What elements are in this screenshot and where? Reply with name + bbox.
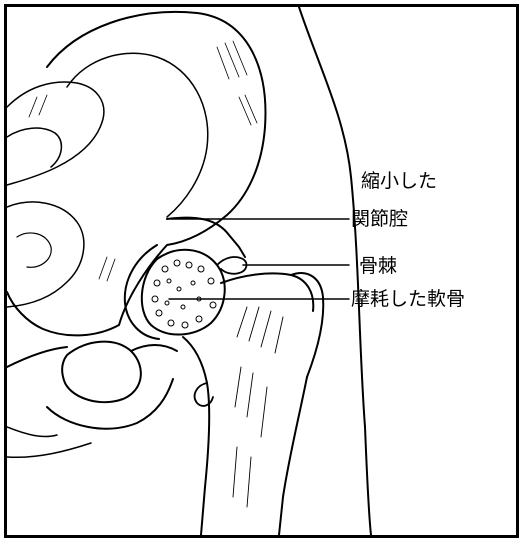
sacral-curve <box>7 202 84 307</box>
femur-neck-top <box>221 273 313 311</box>
label-worn-cartilage: 摩耗した軟骨 <box>351 290 465 309</box>
pelvis-hatching <box>29 41 257 281</box>
label-bone-spur: 骨棘 <box>359 257 397 276</box>
ilium-inner-contour <box>67 53 208 217</box>
sacral-foramen <box>17 233 51 267</box>
lesser-trochanter <box>195 383 213 406</box>
ilium-outline <box>7 12 265 335</box>
pubic-ramus <box>7 345 177 367</box>
worn-cartilage-texture <box>152 260 216 328</box>
obturator-foramen <box>62 342 141 403</box>
pelvic-lower-curve <box>7 443 91 457</box>
hip-joint-illustration <box>7 7 516 535</box>
leader-lines <box>169 219 349 299</box>
femur-shaft-right <box>279 377 307 535</box>
diagram-frame: 縮小した 関節腔 骨棘 摩耗した軟骨 <box>4 4 519 538</box>
sacrum-edge <box>7 128 61 167</box>
femur-greater-trochanter <box>291 273 323 377</box>
label-joint-space: 関節腔 <box>351 210 408 229</box>
label-reduced: 縮小した <box>361 172 437 191</box>
femoral-head <box>142 250 225 335</box>
femur-neck-bottom <box>183 337 209 535</box>
ischial-lower <box>7 427 57 437</box>
femur-hatching <box>233 307 283 507</box>
